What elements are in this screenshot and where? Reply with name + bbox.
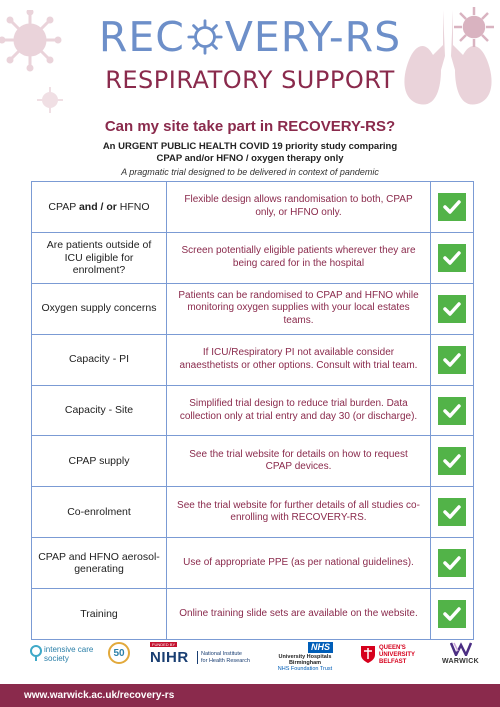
- nihr-wordmark: NIHR: [150, 649, 189, 666]
- row-check-cell: [431, 233, 473, 283]
- warwick-logo: WARWICK: [438, 642, 483, 672]
- row-label: Capacity - Site: [32, 385, 167, 436]
- eligibility-table: CPAP and / or HFNO Flexible design allow…: [31, 181, 474, 640]
- checkmark-icon: [438, 549, 466, 578]
- warwick-wordmark: WARWICK: [442, 658, 479, 665]
- nhs-badge: NHS: [307, 642, 333, 653]
- ics-text-1: intensive care: [44, 645, 94, 654]
- page-title: Can my site take part in RECOVERY-RS?: [104, 118, 396, 135]
- row-detail: Screen potentially eligible patients whe…: [167, 232, 431, 283]
- table-row: CPAP and / or HFNO Flexible design allow…: [32, 182, 473, 233]
- checkmark-icon: [438, 396, 466, 425]
- qub-shield-icon: [361, 646, 375, 663]
- uhb-logo: NHS University Hospitals Birmingham NHS …: [265, 642, 345, 672]
- row-check-cell: [431, 538, 473, 588]
- gear-o-icon: [187, 19, 223, 55]
- row-check-cell: [431, 386, 473, 436]
- ics-text-2: society: [44, 654, 69, 663]
- checkmark-icon: [438, 498, 466, 527]
- logo-text-end: VERY-RS: [224, 13, 402, 61]
- row-label: CPAP and / or HFNO: [32, 182, 167, 232]
- qub-logo: QUEEN'S UNIVERSITY BELFAST: [360, 642, 430, 672]
- qub-text-2: UNIVERSITY: [379, 651, 416, 658]
- row-check-cell: [431, 589, 473, 639]
- row-check-cell: [431, 182, 473, 232]
- footer-bar: www.warwick.ac.uk/recovery-rs: [0, 684, 500, 707]
- row-detail: See the trial website for details on how…: [167, 436, 431, 487]
- row-label-part: HFNO: [116, 200, 150, 213]
- partner-logos: intensive care society 50 FUNDED BY NIHR…: [0, 642, 500, 672]
- row-label-bold: and / or: [78, 200, 117, 213]
- logo-text-start: REC: [98, 13, 185, 61]
- qub-text-1: QUEEN'S: [379, 645, 406, 651]
- nihr-funded-label: FUNDED BY: [150, 642, 178, 647]
- row-label: Are patients outside of ICU eligible for…: [32, 232, 167, 283]
- header: REC VERY-RS RESPIRATORY SUPPORT: [0, 14, 500, 94]
- row-check-cell: [431, 436, 473, 486]
- table-row: Capacity - PI If ICU/Respiratory PI not …: [32, 334, 473, 386]
- checkmark-icon: [438, 447, 466, 476]
- tagline: A pragmatic trial designed to be deliver…: [121, 167, 379, 177]
- row-detail: Simplified trial design to reduce trial …: [167, 385, 431, 436]
- description-line-2: CPAP and/or HFNO / oxygen therapy only: [156, 153, 344, 164]
- ics-50-badge: 50: [108, 642, 130, 664]
- row-label: Oxygen supply concerns: [32, 283, 167, 334]
- row-label: CPAP supply: [32, 436, 167, 487]
- row-label: Training: [32, 589, 167, 640]
- row-check-cell: [431, 487, 473, 537]
- table-row: Capacity - Site Simplified trial design …: [32, 385, 473, 437]
- table-row: CPAP supply See the trial website for de…: [32, 436, 473, 488]
- nihr-logo: FUNDED BY NIHR National Institute for He…: [150, 642, 250, 672]
- footer-url[interactable]: www.warwick.ac.uk/recovery-rs: [24, 690, 175, 701]
- recovery-rs-logo: REC VERY-RS: [99, 14, 401, 60]
- uhb-text-2: Birmingham: [288, 660, 322, 667]
- row-label: Capacity - PI: [32, 334, 167, 385]
- uhb-text-3: NHS Foundation Trust: [277, 666, 333, 673]
- table-row: Oxygen supply concerns Patients can be r…: [32, 283, 473, 335]
- table-row: Training Online training slide sets are …: [32, 589, 473, 640]
- table-row: CPAP and HFNO aerosol-generating Use of …: [32, 538, 473, 590]
- checkmark-icon: [438, 294, 466, 323]
- row-detail: If ICU/Respiratory PI not available cons…: [167, 334, 431, 385]
- ics-mark-icon: [30, 645, 42, 661]
- row-check-cell: [431, 284, 473, 334]
- checkmark-icon: [438, 243, 466, 272]
- warwick-mark-icon: [450, 642, 472, 656]
- uhb-text-1: University Hospitals: [278, 654, 332, 660]
- row-detail: Patients can be randomised to CPAP and H…: [167, 283, 431, 334]
- row-label: CPAP and HFNO aerosol-generating: [32, 538, 167, 589]
- nihr-name-1: National Institute: [201, 651, 242, 657]
- logo-subtitle: RESPIRATORY SUPPORT: [105, 66, 395, 94]
- description-line-1: An URGENT PUBLIC HEALTH COVID 19 priorit…: [102, 141, 398, 152]
- ics-logo: intensive care society 50: [30, 642, 130, 672]
- row-label-part: CPAP: [48, 200, 79, 213]
- study-description: An URGENT PUBLIC HEALTH COVID 19 priorit…: [60, 141, 440, 165]
- row-detail: Online training slide sets are available…: [167, 589, 431, 640]
- qub-text-3: BELFAST: [379, 658, 407, 665]
- row-detail: Use of appropriate PPE (as per national …: [167, 538, 431, 589]
- row-detail: See the trial website for further detail…: [167, 487, 431, 538]
- row-check-cell: [431, 335, 473, 385]
- table-row: Co-enrolment See the trial website for f…: [32, 487, 473, 539]
- nihr-name-2: for Health Research: [201, 657, 250, 664]
- checkmark-icon: [438, 345, 466, 374]
- row-label: Co-enrolment: [32, 487, 167, 538]
- table-row: Are patients outside of ICU eligible for…: [32, 232, 473, 284]
- checkmark-icon: [438, 192, 466, 221]
- row-detail: Flexible design allows randomisation to …: [167, 182, 431, 232]
- checkmark-icon: [438, 600, 466, 629]
